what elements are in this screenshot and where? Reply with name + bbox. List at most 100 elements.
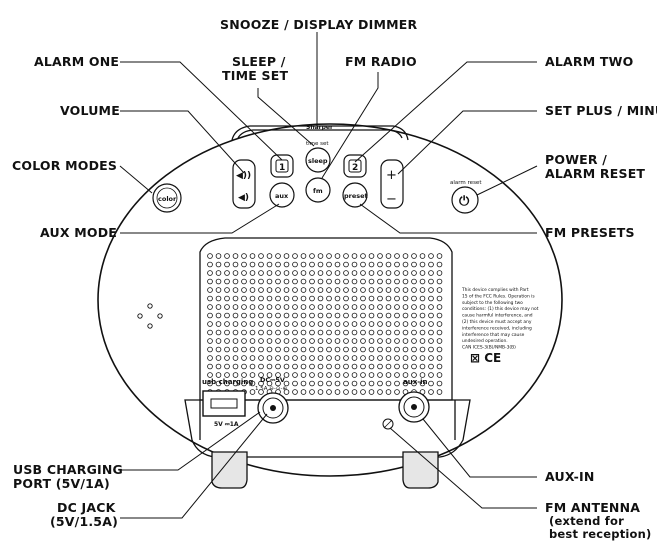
grille-hole — [343, 304, 349, 310]
grille-hole — [436, 355, 443, 361]
grille-hole — [241, 270, 247, 276]
button-alarm-two[interactable]: 2 — [343, 154, 367, 178]
grille-hole — [368, 287, 375, 293]
foot-left — [211, 451, 248, 489]
svg-text:preset: preset — [344, 192, 368, 200]
grille-hole — [334, 338, 341, 344]
grille-hole — [411, 270, 417, 276]
grille-hole — [368, 380, 375, 387]
dc-jack[interactable] — [257, 392, 289, 424]
svg-text:1.5A ⊖-⊙-⊕: 1.5A ⊖-⊙-⊕ — [255, 386, 287, 392]
grille-hole — [428, 261, 434, 268]
grille-hole — [249, 278, 256, 285]
grille-hole — [249, 270, 256, 276]
grille-hole — [224, 287, 230, 293]
button-alarm-one[interactable]: 1 — [270, 154, 294, 178]
button-color[interactable]: color — [152, 183, 182, 213]
svg-text:sleep: sleep — [308, 157, 328, 165]
foot-right — [402, 451, 439, 489]
button-fm[interactable]: fm — [305, 177, 331, 203]
grille-hole — [394, 295, 400, 302]
grille-hole — [368, 329, 375, 336]
button-power[interactable]: ⏻ alarm reset — [450, 180, 482, 214]
grille-hole — [266, 380, 273, 387]
grille-hole — [436, 253, 443, 259]
grille-hole — [266, 321, 273, 327]
grille-hole — [258, 372, 264, 378]
grille-hole — [215, 261, 222, 268]
grille-hole — [300, 312, 307, 319]
grille-hole — [266, 270, 273, 276]
regulatory-line: 15 of the FCC Rules. Operation is — [462, 293, 535, 299]
grille-hole — [258, 389, 264, 395]
grille-hole — [402, 295, 409, 302]
grille-hole — [300, 338, 307, 344]
grille-hole — [334, 287, 341, 293]
grille-hole — [283, 295, 290, 302]
grille-hole — [394, 389, 400, 395]
svg-text:5V ⎓1A: 5V ⎓1A — [214, 421, 239, 428]
button-preset[interactable]: preset — [342, 182, 368, 208]
button-volume[interactable]: ◀)) ◀) — [232, 159, 256, 209]
grille-hole — [368, 304, 375, 310]
grille-hole — [360, 270, 366, 276]
grille-hole — [224, 312, 230, 319]
grille-hole — [275, 287, 281, 293]
grille-hole — [428, 329, 434, 336]
grille-hole — [215, 363, 222, 370]
grille-hole — [402, 372, 409, 378]
grille-hole — [385, 338, 392, 344]
grille-hole — [385, 355, 392, 361]
grille-hole — [343, 321, 349, 327]
grille-hole — [292, 270, 298, 276]
grille-hole — [292, 287, 298, 293]
grille-hole — [394, 287, 400, 293]
grille-hole — [275, 355, 281, 361]
grille-hole — [428, 338, 434, 344]
grille-hole — [232, 338, 239, 344]
grille-hole — [436, 389, 443, 395]
grille-hole — [266, 312, 273, 319]
grille-hole — [258, 295, 264, 302]
grille-hole — [402, 380, 409, 387]
grille-hole — [351, 321, 358, 327]
grille-hole — [326, 287, 332, 293]
regulatory-line: conditions: (1) this device may not — [462, 306, 539, 312]
grille-hole — [241, 329, 247, 336]
grille-hole — [275, 261, 281, 268]
grille-hole — [411, 295, 417, 302]
grille-hole — [241, 380, 247, 387]
grille-hole — [249, 329, 256, 336]
grille-hole — [317, 355, 324, 361]
grille-hole — [394, 278, 400, 285]
grille-hole — [215, 321, 222, 327]
grille-hole — [309, 380, 315, 387]
button-set-plus-minus[interactable]: + − — [380, 159, 404, 209]
grille-hole — [360, 380, 366, 387]
grille-hole — [343, 261, 349, 268]
grille-hole — [258, 338, 264, 344]
grille-hole — [326, 312, 332, 319]
grille-hole — [224, 338, 230, 344]
grille-hole — [394, 261, 400, 268]
button-aux[interactable]: aux — [269, 182, 295, 208]
grille-hole — [385, 312, 392, 319]
grille-hole — [402, 346, 409, 353]
grille-hole — [402, 329, 409, 336]
grille-hole — [215, 253, 222, 259]
grille-hole — [292, 338, 298, 344]
label-fm-presets: FM PRESETS — [545, 225, 635, 240]
grille-hole — [368, 363, 375, 370]
grille-hole — [241, 346, 247, 353]
grille-hole — [300, 355, 307, 361]
grille-hole — [266, 346, 273, 353]
grille-hole — [385, 287, 392, 293]
button-sleep[interactable]: sleep time set — [305, 141, 331, 173]
grille-hole — [351, 372, 358, 378]
grille-hole — [317, 346, 324, 353]
aux-in-jack[interactable] — [398, 391, 430, 423]
label-color-modes: COLOR MODES — [12, 158, 117, 173]
grille-hole — [402, 312, 409, 319]
grille-hole — [283, 253, 290, 259]
grille-hole — [283, 372, 290, 378]
